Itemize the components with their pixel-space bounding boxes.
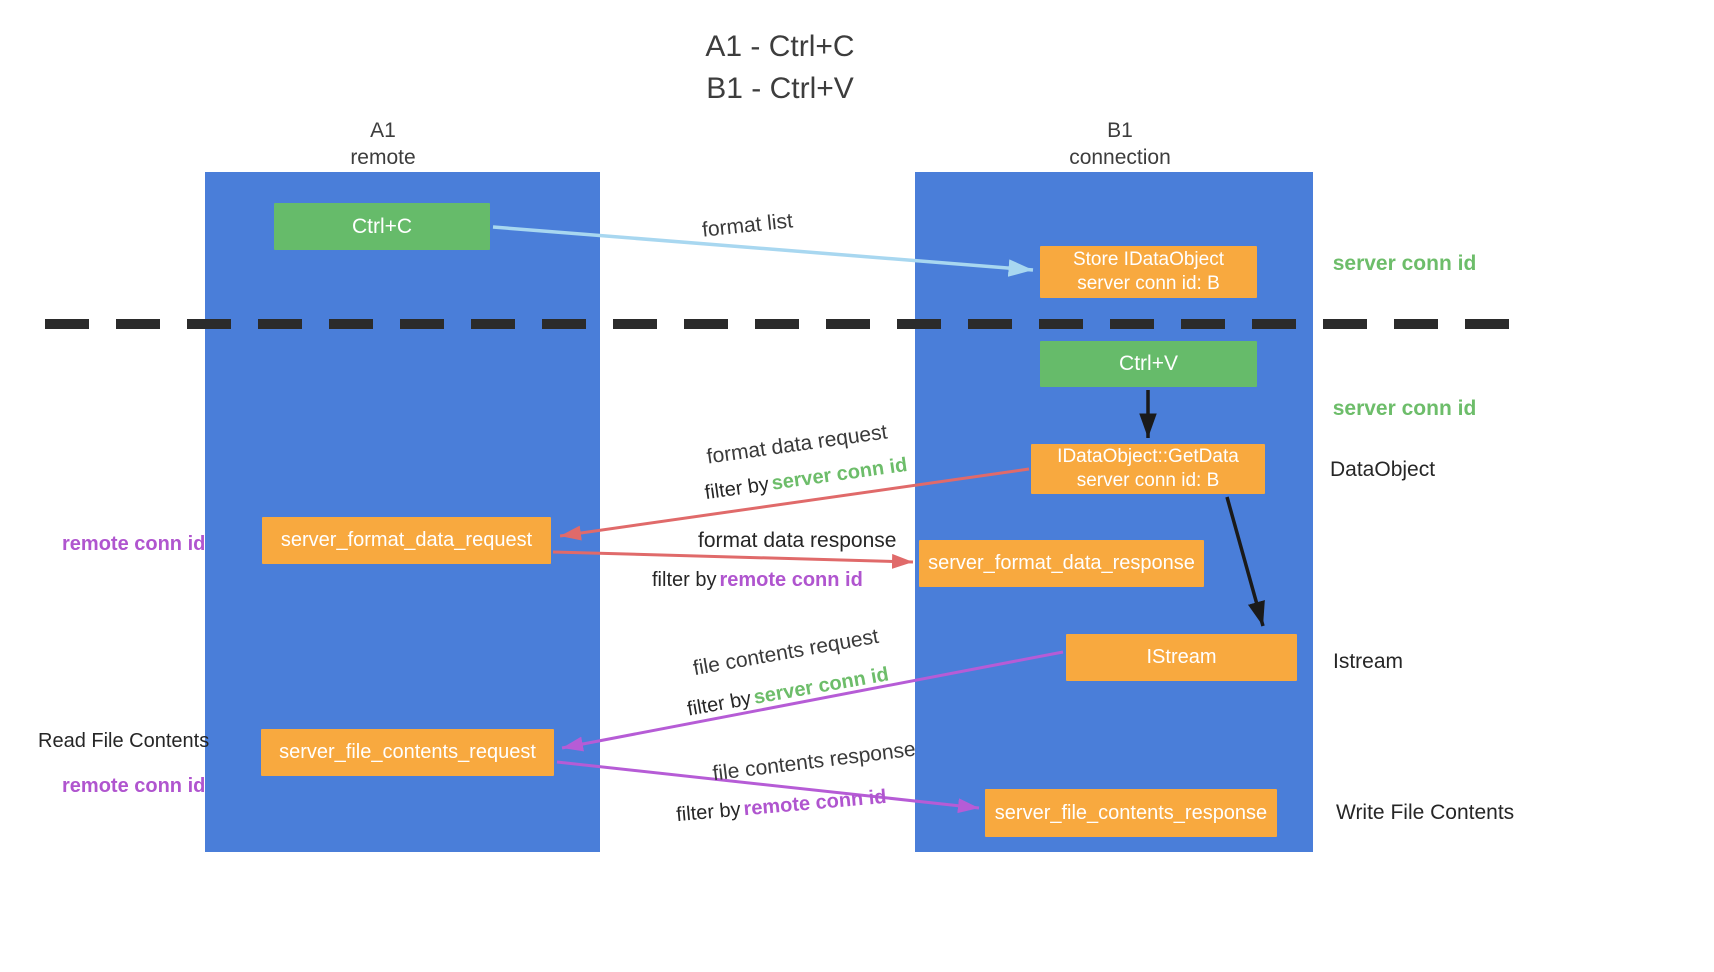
server-format-data-request-box: server_format_data_request <box>262 517 551 564</box>
title-line-1: A1 - Ctrl+C <box>705 30 855 63</box>
server-conn-id-label-top: server conn id <box>1332 252 1477 275</box>
getdata-line2: server conn id: B <box>1076 470 1220 491</box>
title-line-2: B1 - Ctrl+V <box>706 72 854 105</box>
filter-prefix-2: filter by <box>652 569 717 591</box>
server-format-data-response-box: server_format_data_response <box>919 540 1204 587</box>
ctrl-c-box: Ctrl+C <box>274 203 490 250</box>
istream-box: IStream <box>1066 634 1297 681</box>
lane-a1-name: A1 <box>370 119 396 142</box>
lane-a1-subtitle: remote <box>350 146 416 169</box>
arrow-getdata-to-istream <box>1225 496 1265 627</box>
getdata-line1: IDataObject::GetData <box>1057 446 1239 468</box>
lane-b1-name: B1 <box>1107 119 1133 142</box>
server-file-contents-request-box: server_file_contents_request <box>261 729 554 776</box>
server-file-contents-response-box: server_file_contents_response <box>985 789 1277 837</box>
lane-header-a1: A1 remote <box>283 117 483 171</box>
arrow-format-list <box>492 225 1034 277</box>
format-data-response-label: format data response <box>698 529 897 552</box>
store-idataobject-box: Store IDataObject server conn id: B <box>1040 246 1257 298</box>
arrow-file-contents-request <box>561 650 1064 752</box>
store-idataobject-line1: Store IDataObject <box>1072 249 1225 271</box>
idataobject-getdata-box: IDataObject::GetData server conn id: B <box>1031 444 1265 494</box>
arrow-file-contents-response <box>556 760 980 814</box>
lane-b1-subtitle: connection <box>1069 146 1171 169</box>
arrow-format-data-response <box>552 550 914 569</box>
remote-conn-id-label-top: remote conn id <box>62 533 206 555</box>
filter-prefix-4: filter by <box>675 798 742 827</box>
arrow-format-data-request <box>559 467 1030 541</box>
write-file-contents-label: Write File Contents <box>1336 801 1515 824</box>
remote-conn-id-label-bottom: remote conn id <box>62 775 206 797</box>
store-idataobject-line2: server conn id: B <box>1077 273 1220 294</box>
server-conn-id-label-mid: server conn id <box>1332 397 1477 420</box>
ctrl-v-box: Ctrl+V <box>1040 341 1257 387</box>
diagram-title: A1 - Ctrl+C B1 - Ctrl+V <box>0 26 1560 110</box>
filter-value-remote-1: remote conn id <box>719 569 863 591</box>
dataobject-label: DataObject <box>1330 458 1436 481</box>
istream-label: Istream <box>1333 650 1404 673</box>
lane-header-b1: B1 connection <box>1020 117 1220 171</box>
read-file-contents-label: Read File Contents <box>38 730 210 752</box>
